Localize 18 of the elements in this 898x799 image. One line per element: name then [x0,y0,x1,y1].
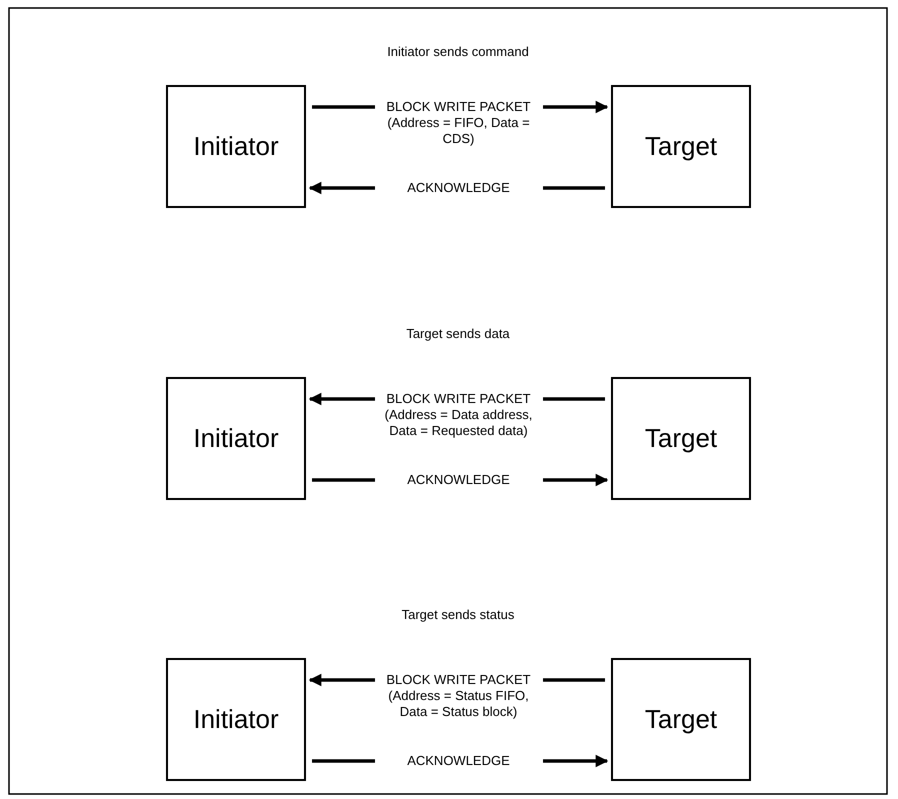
box-label: Initiator [193,131,279,162]
edge-label: BLOCK WRITE PACKET (Address = FIFO, Data = CDS) [374,99,542,147]
process-box [166,377,306,500]
process-box [166,658,306,781]
box-label: Target [644,423,718,454]
process-box [611,85,751,208]
process-box [611,658,751,781]
process-box [166,85,306,208]
section-heading: Initiator sends command [386,44,530,59]
box-label: Target [644,704,718,735]
edge-label: BLOCK WRITE PACKET (Address = Status FIFO, Data = Status block) [374,672,542,720]
edge-label: BLOCK WRITE PACKET (Address = Data address, Data = Requested data) [374,391,542,439]
box-label: Initiator [193,704,279,735]
process-box [611,377,751,500]
box-label: Target [644,131,718,162]
section-heading: Target sends status [400,607,516,622]
box-label: Initiator [193,423,279,454]
section-heading: Target sends data [405,326,511,341]
